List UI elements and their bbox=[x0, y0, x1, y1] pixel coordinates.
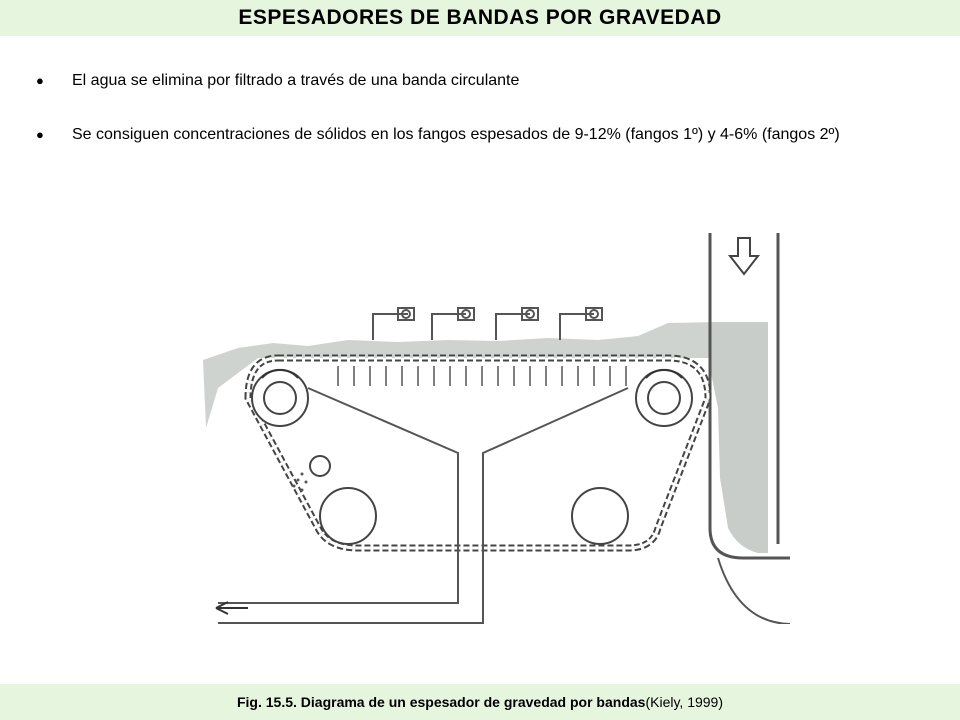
sludge-tank-fill bbox=[708, 322, 768, 553]
drive-roller-right bbox=[635, 369, 693, 427]
bullet-item: ● El agua se elimina por filtrado a trav… bbox=[36, 64, 926, 98]
bullet-marker: ● bbox=[36, 73, 44, 88]
title-bar: ESPESADORES DE BANDAS POR GRAVEDAD bbox=[0, 0, 960, 36]
caption-bar: Fig. 15.5. Diagrama de un espesador de g… bbox=[0, 684, 960, 720]
filtrate-collector bbox=[218, 387, 459, 604]
bullet-item: ● Se consiguen concentraciones de sólido… bbox=[36, 118, 926, 152]
rotation-arrow-right bbox=[645, 368, 683, 379]
page-title: ESPESADORES DE BANDAS POR GRAVEDAD bbox=[238, 6, 722, 29]
sludge-layer bbox=[203, 322, 723, 428]
down-arrow-icon bbox=[727, 237, 761, 276]
filter-belt-inner bbox=[246, 356, 710, 550]
wash-spray bbox=[292, 472, 308, 492]
wash-nozzle bbox=[309, 455, 331, 477]
bullet-text: Se consiguen concentraciones de sólidos … bbox=[72, 126, 840, 143]
bullet-marker: ● bbox=[36, 127, 44, 142]
outlet-arrow-icon bbox=[215, 601, 248, 615]
drive-roller-left bbox=[251, 369, 309, 427]
tank-outer-wall bbox=[717, 557, 790, 624]
tension-roller-right bbox=[571, 487, 629, 545]
rotation-arrow-left bbox=[261, 368, 299, 379]
figure-caption: Fig. 15.5. Diagrama de un espesador de g… bbox=[236, 694, 646, 710]
figure-source: (Kiely, 1999) bbox=[645, 694, 724, 710]
tension-roller-left bbox=[319, 487, 377, 545]
bullet-list: ● El agua se elimina por filtrado a trav… bbox=[36, 64, 926, 172]
tank-wall bbox=[708, 338, 790, 560]
bullet-text: El agua se elimina por filtrado a través… bbox=[72, 72, 520, 89]
spray-nozzles bbox=[372, 307, 603, 340]
drainage-grid bbox=[337, 366, 627, 386]
gravity-belt-thickener-diagram bbox=[203, 233, 790, 624]
filtrate-collector-right bbox=[218, 387, 629, 624]
